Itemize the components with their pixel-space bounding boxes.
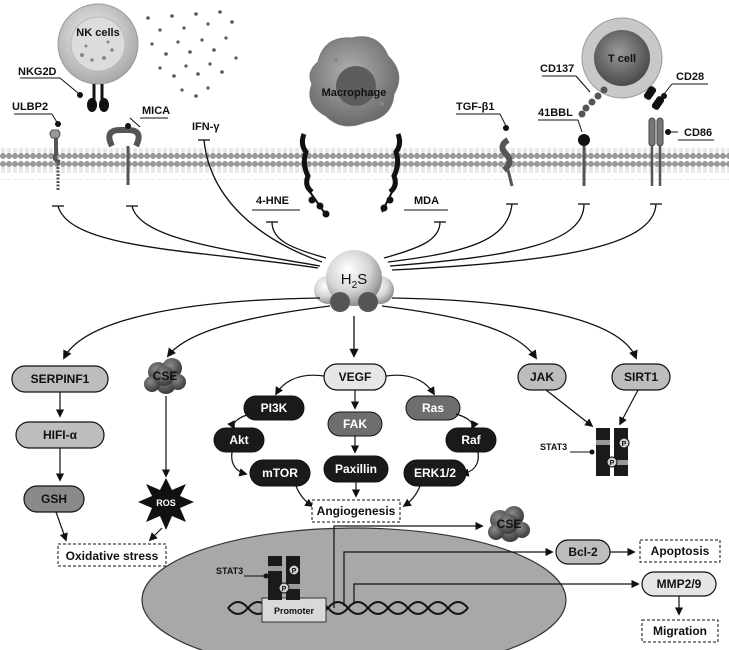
sirt1-box: SIRT1: [624, 370, 658, 384]
promoter-box: Promoter: [274, 606, 315, 616]
stat3-label-nuclear: STAT3: [216, 566, 243, 576]
tgf-beta1-label: TGF-β1: [456, 101, 495, 113]
cd137-receptor: CD137: [540, 63, 608, 118]
nk-cells-label: NK cells: [76, 27, 119, 39]
t-cell: T cell: [581, 17, 663, 99]
41bbl-protein: 41BBL: [538, 107, 590, 186]
svg-text:H2S: H2S: [341, 271, 367, 291]
cd86-label: CD86: [684, 127, 712, 139]
ros-label: ROS: [156, 498, 176, 508]
right-chain: JAK SIRT1 P P STAT3: [517, 363, 671, 476]
cse-label-left: CSE: [153, 369, 178, 383]
cd137-label: CD137: [540, 63, 574, 75]
stat3-dimer-nuclear: P P: [268, 556, 300, 600]
ifn-gamma-particles: [146, 10, 238, 98]
bcl2-box: Bcl-2: [568, 545, 598, 559]
mica-label: MICA: [142, 105, 170, 117]
mica-protein: MICA: [106, 105, 170, 185]
h2s-label-sub: 2: [352, 280, 358, 291]
pi3k-box: PI3K: [261, 401, 288, 415]
fak-box: FAK: [343, 417, 367, 431]
cse-molecule: CSE: [144, 358, 186, 394]
cd86-protein: CD86: [648, 117, 714, 186]
tgf-beta1-protein: TGF-β1: [456, 101, 514, 187]
nk-cell: NK cells: [57, 3, 139, 85]
nucleus: Promoter P P STAT3: [141, 521, 640, 650]
h2s-molecule: H2S: [314, 250, 394, 312]
jak-box: JAK: [530, 370, 554, 384]
angiogenesis-box: Angiogenesis: [317, 504, 396, 518]
left-chain: SERPINF1 HIFI-α GSH CSE ROS Oxidative st…: [11, 358, 194, 567]
phospho-3: P: [292, 568, 297, 575]
cd28-receptor: CD28: [643, 71, 708, 110]
ulbp2-label: ULBP2: [12, 101, 48, 113]
ras-box: Ras: [422, 401, 444, 415]
mda-label: MDA: [414, 195, 439, 207]
mda-protein: MDA: [380, 133, 448, 213]
activation-arrows: [63, 297, 638, 360]
paxillin-box: Paxillin: [335, 462, 377, 476]
apoptosis-box: Apoptosis: [651, 544, 710, 558]
h2s-label-s: S: [357, 271, 367, 288]
cse-label-right: CSE: [497, 517, 522, 531]
macrophage-cell: Macrophage: [309, 36, 400, 127]
raf-box: Raf: [461, 433, 481, 447]
mmp-box: MMP2/9: [657, 577, 702, 591]
ros-burst: ROS: [138, 478, 194, 530]
nkg2d-receptor: NKG2D: [18, 66, 109, 112]
erk-box: ERK1/2: [414, 466, 456, 480]
cd28-label: CD28: [676, 71, 704, 83]
ifn-gamma-label: IFN-γ: [192, 121, 220, 133]
mtor-box: mTOR: [262, 466, 298, 480]
stat3-label-cyto: STAT3: [540, 442, 567, 452]
hne-protein: 4-HNE: [252, 133, 330, 218]
stat3-dimer-cyto: P P: [596, 428, 630, 476]
akt-box: Akt: [229, 433, 248, 447]
phospho-2: P: [610, 460, 615, 467]
phospho-1: P: [622, 441, 627, 448]
inhibition-lines: [52, 139, 662, 271]
vegf-box: VEGF: [339, 370, 372, 384]
hif-box: HIFI-α: [43, 428, 78, 442]
ulbp2-protein: ULBP2: [12, 101, 61, 190]
41bbl-label: 41BBL: [538, 107, 573, 119]
4-hne-label: 4-HNE: [256, 195, 289, 207]
phospho-4: P: [282, 586, 287, 593]
gsh-box: GSH: [41, 492, 67, 506]
macrophage-label: Macrophage: [322, 87, 387, 99]
nkg2d-label: NKG2D: [18, 66, 57, 78]
h2s-label-h: H: [341, 271, 352, 288]
migration-box: Migration: [653, 624, 707, 638]
t-cell-label: T cell: [608, 53, 636, 65]
serpinf1-box: SERPINF1: [31, 372, 90, 386]
middle-chain: VEGF PI3K FAK Ras Akt Raf mTOR Paxillin …: [213, 363, 497, 523]
cse-molecule-right: CSE: [488, 506, 530, 542]
cell-membrane: [0, 148, 729, 180]
oxidative-stress-box: Oxidative stress: [66, 549, 159, 563]
